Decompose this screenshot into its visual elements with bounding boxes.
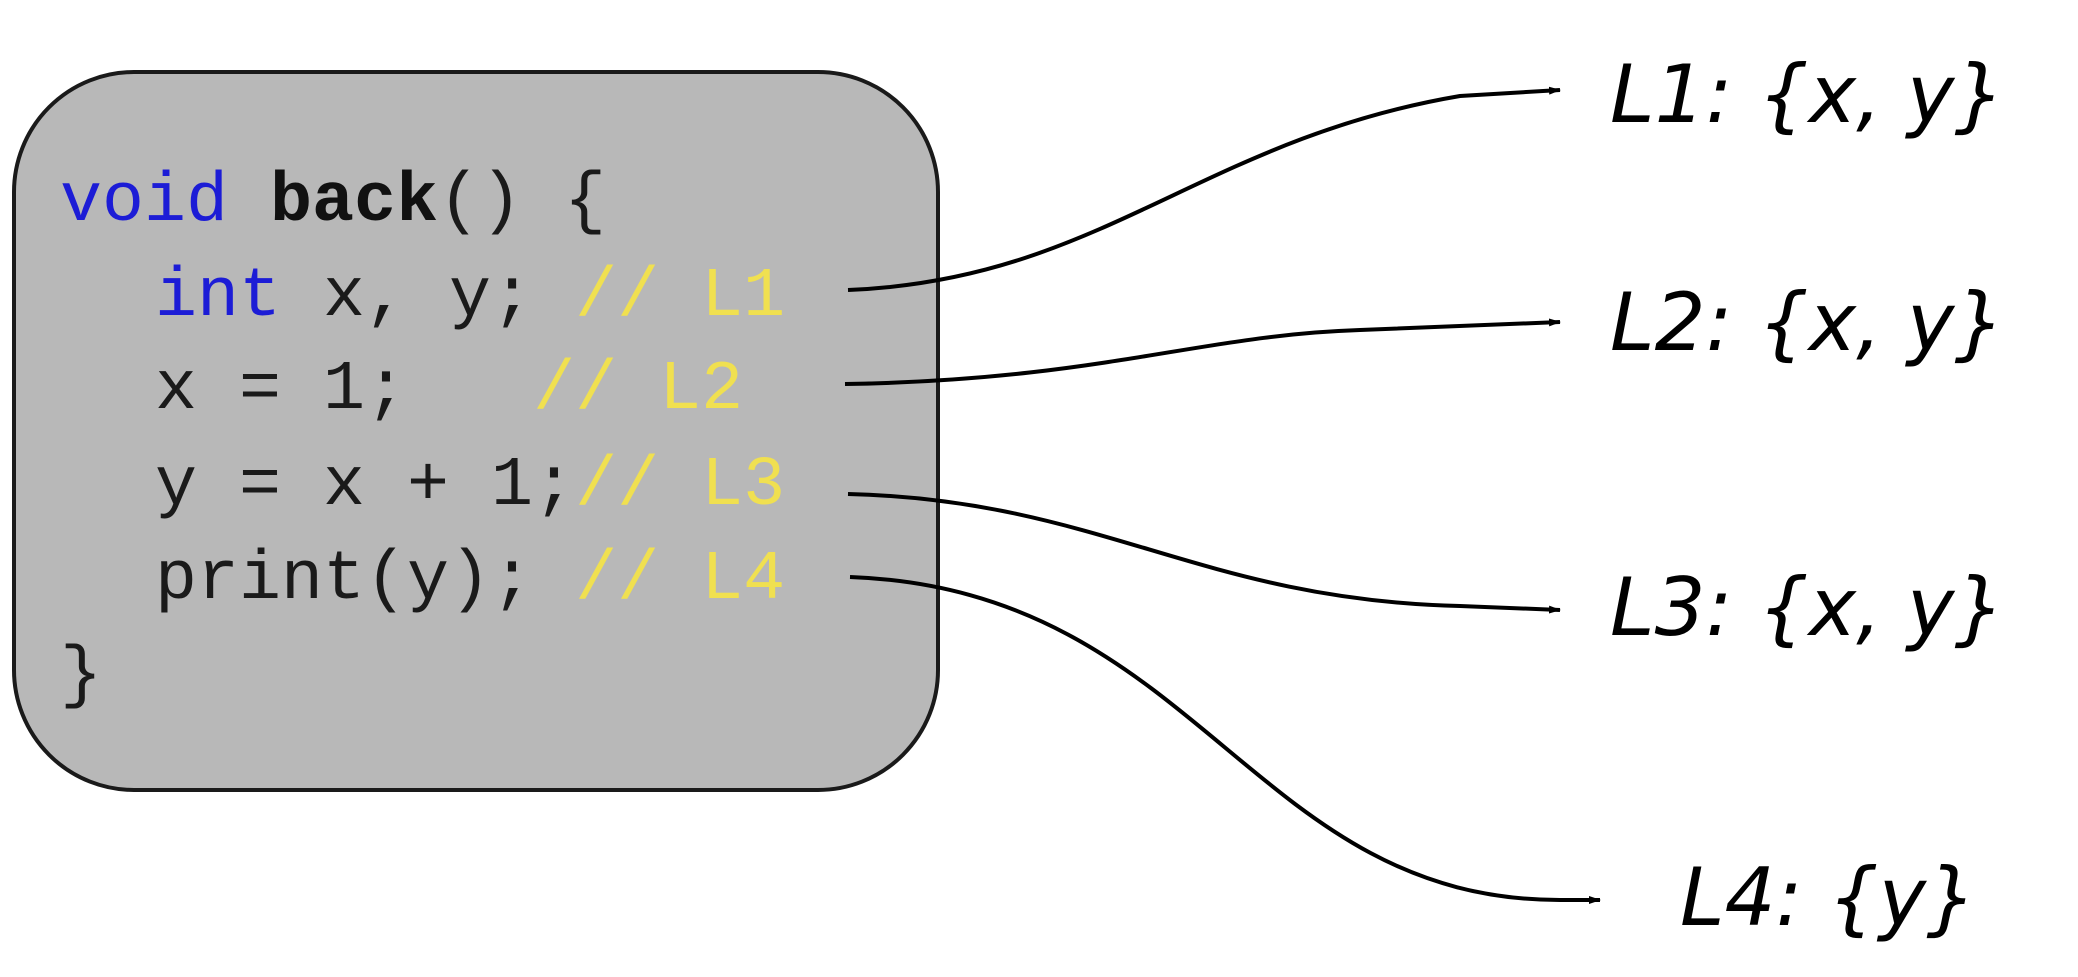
comment-l3: // L3 <box>575 447 785 526</box>
int-keyword: int <box>155 258 281 337</box>
live-set-l1: L1: {x, y} <box>1610 48 2005 141</box>
code-line-2-text: x = 1; <box>155 351 533 430</box>
comment-l2: // L2 <box>533 351 743 430</box>
code-line-2: x = 1; // L2 <box>155 351 743 430</box>
code-line-4-text: print(y); <box>155 541 575 620</box>
code-line-3: y = x + 1;// L3 <box>155 447 785 526</box>
closing-brace: } <box>60 637 102 716</box>
arrow-l1 <box>847 86 1561 292</box>
comment-l4: // L4 <box>575 541 785 620</box>
function-suffix: () { <box>438 163 606 242</box>
comment-l1: // L1 <box>575 258 785 337</box>
arrow-l3 <box>847 492 1561 614</box>
function-signature: void back() { <box>60 163 606 242</box>
code-line-4: print(y); // L4 <box>155 541 785 620</box>
live-set-l3: L3: {x, y} <box>1610 561 2005 654</box>
arrow-l4 <box>849 575 1601 904</box>
arrow-l2 <box>844 318 1561 386</box>
function-name: back <box>270 163 438 242</box>
live-set-l4: L4: {y} <box>1680 851 1977 944</box>
code-line-3-text: y = x + 1; <box>155 447 575 526</box>
live-set-l2: L2: {x, y} <box>1610 276 2005 369</box>
code-line-1: int x, y; // L1 <box>155 258 785 337</box>
code-line-1-text: x, y; <box>281 258 575 337</box>
code-panel <box>12 70 940 792</box>
void-keyword: void <box>60 163 228 242</box>
